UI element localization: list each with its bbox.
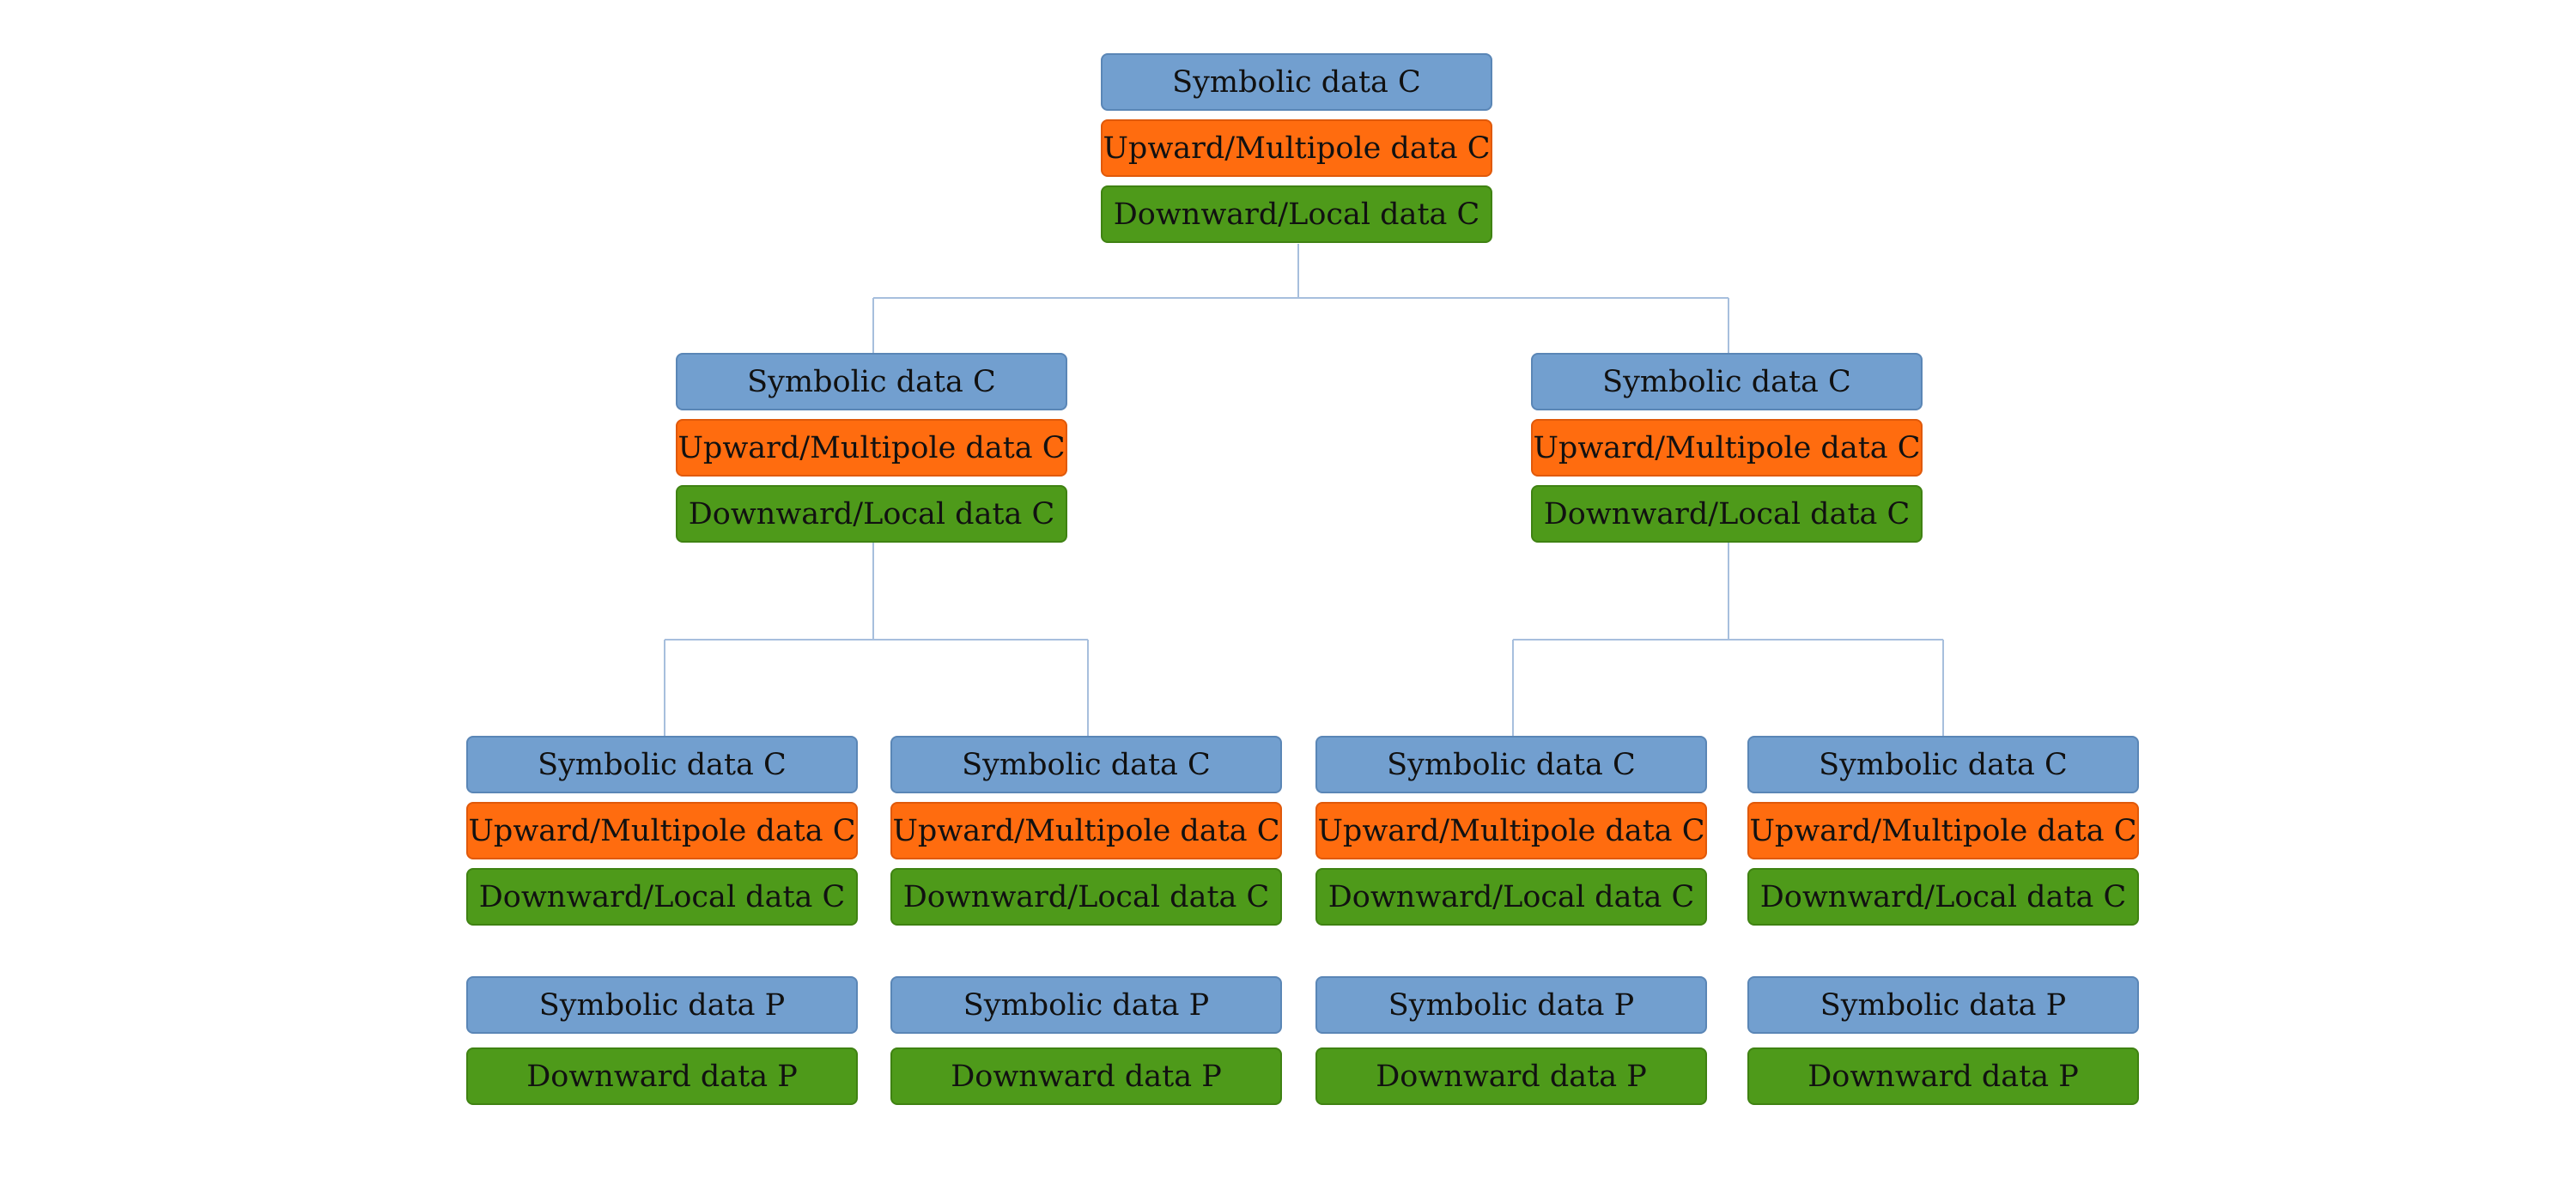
downward-particle-data-box: Downward data P <box>1315 1047 1707 1105</box>
symbolic-data-box: Symbolic data C <box>1531 353 1923 410</box>
downward-particle-data-box: Downward data P <box>1747 1047 2139 1105</box>
downward-particle-data-box: Downward data P <box>890 1047 1282 1105</box>
downward-local-data-box: Downward/Local data C <box>1531 485 1923 543</box>
downward-local-data-box: Downward/Local data C <box>676 485 1067 543</box>
symbolic-particle-data-box: Symbolic data P <box>1315 976 1707 1034</box>
symbolic-particle-data-box: Symbolic data P <box>890 976 1282 1034</box>
upward-multipole-data-box: Upward/Multipole data C <box>1747 802 2139 859</box>
downward-local-data-box: Downward/Local data C <box>1101 185 1492 243</box>
downward-local-data-box: Downward/Local data C <box>890 868 1282 926</box>
upward-multipole-data-box: Upward/Multipole data C <box>466 802 858 859</box>
upward-multipole-data-box: Upward/Multipole data C <box>1101 119 1492 177</box>
downward-particle-data-box: Downward data P <box>466 1047 858 1105</box>
upward-multipole-data-box: Upward/Multipole data C <box>890 802 1282 859</box>
upward-multipole-data-box: Upward/Multipole data C <box>676 419 1067 477</box>
symbolic-data-box: Symbolic data C <box>466 736 858 793</box>
symbolic-data-box: Symbolic data C <box>1747 736 2139 793</box>
symbolic-particle-data-box: Symbolic data P <box>466 976 858 1034</box>
downward-local-data-box: Downward/Local data C <box>466 868 858 926</box>
symbolic-data-box: Symbolic data C <box>676 353 1067 410</box>
downward-local-data-box: Downward/Local data C <box>1315 868 1707 926</box>
symbolic-data-box: Symbolic data C <box>1315 736 1707 793</box>
symbolic-data-box: Symbolic data C <box>890 736 1282 793</box>
symbolic-data-box: Symbolic data C <box>1101 53 1492 111</box>
downward-local-data-box: Downward/Local data C <box>1747 868 2139 926</box>
symbolic-particle-data-box: Symbolic data P <box>1747 976 2139 1034</box>
upward-multipole-data-box: Upward/Multipole data C <box>1531 419 1923 477</box>
upward-multipole-data-box: Upward/Multipole data C <box>1315 802 1707 859</box>
